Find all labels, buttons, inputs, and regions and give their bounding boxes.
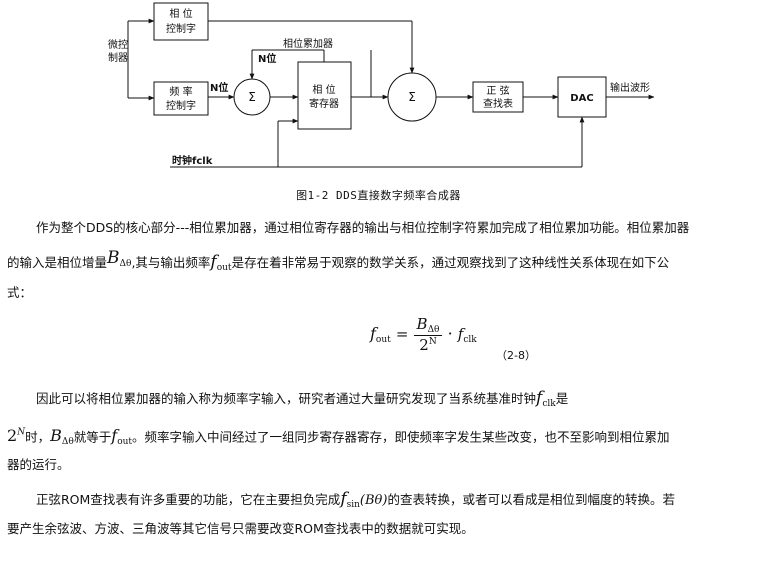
sine-lookup-label-2: 查找表 — [483, 97, 513, 110]
math-f-sin: fsin(Bθ) — [340, 489, 388, 510]
formula-dot: · — [447, 324, 453, 343]
formula-lhs: fout — [370, 324, 391, 345]
phase-register-label-1: 相 位 — [312, 83, 335, 96]
math-b-delta-theta: BΔθ — [107, 248, 132, 269]
p3-text-b: 的查表转换，或者可以看成是相位到幅度的转换。若 — [387, 492, 675, 507]
phase-register-label-2: 寄存器 — [309, 97, 339, 110]
math-2-pow-n: 2N — [7, 426, 26, 446]
paragraph-3-line-2: 要产生余弦波、方波、三角波等其它信号只需要改变ROM查找表中的数据就可实现。 — [7, 521, 474, 536]
freq-control-word-label-1: 频 率 — [169, 85, 192, 98]
math-f-out-2: fout — [111, 426, 133, 448]
formula-equals: = — [395, 325, 409, 343]
math-b-delta-theta-2: BΔθ — [50, 426, 74, 448]
p3-text-a: 正弦ROM查找表有许多重要的功能，它在主要担负完成 — [36, 492, 341, 507]
phase-control-word-block — [153, 2, 209, 41]
formula-fraction: BΔθ 2N — [413, 315, 443, 354]
p2-text-c: 时， — [25, 429, 51, 445]
math-f-out: fout — [210, 252, 232, 273]
sine-lookup-label-1: 正 弦 — [486, 84, 509, 97]
dac-label: DAC — [570, 93, 593, 104]
p2-text-e: 。频率字输入中间经过了一组同步寄存器寄存，即使频率字发生某些改变，也不至影响到相… — [132, 429, 670, 445]
paragraph-2-line-3: 器的运行。 — [7, 457, 70, 472]
clock-label: 时钟fclk — [172, 154, 213, 167]
freq-control-word-block — [153, 81, 209, 116]
math-f-clk: fclk — [536, 388, 556, 409]
formula-2-8: fout = BΔθ 2N · fclk — [370, 315, 477, 354]
p1-text-c: 是存在着非常易于观察的数学关系，通过观察找到了这种线性关系体现在如下公 — [231, 255, 670, 270]
figure-caption: 图1-2 DDS直接数字频率合成器 — [296, 189, 461, 202]
paragraph-1-line-1: 作为整个DDS的核心部分---相位累加器，通过相位寄存器的输出与相位控制字符累加… — [36, 220, 690, 235]
phase-register-block — [297, 61, 352, 130]
phase-accumulator-label: 相位累加器 — [283, 37, 333, 50]
p1-text-a: 的输入是相位增量 — [7, 255, 108, 270]
n-bit-top-label: N位 — [258, 52, 276, 65]
p1-text-b: ,其与输出频率 — [131, 255, 211, 270]
freq-control-word-label-2: 控制字 — [166, 99, 196, 112]
paragraph-3-line-1: 正弦ROM查找表有许多重要的功能，它在主要担负完成fsin(Bθ)的查表转换，或… — [36, 488, 757, 516]
n-bit-input-label: N位 — [210, 81, 228, 94]
p2-text-a: 因此可以将相位累加器的输入称为频率字输入，研究者通过大量研究发现了当系统基准时钟 — [36, 391, 537, 406]
formula-denominator: 2N — [419, 336, 437, 354]
dds-block-diagram: 相 位 控制字 微控 制器 频 率 控制字 相 位 寄存器 正 弦 查找表 DA… — [108, 2, 655, 168]
equation-number: （2-8） — [496, 349, 536, 362]
sine-lookup-block — [472, 81, 524, 113]
paragraph-1-line-3: 式： — [7, 285, 33, 300]
formula-numerator: BΔθ — [413, 315, 443, 336]
adder-1-symbol: Σ — [248, 90, 256, 104]
dac-block — [557, 76, 607, 118]
output-waveform-label: 输出波形 — [610, 81, 650, 94]
paragraph-2-line-1: 因此可以将相位累加器的输入称为频率字输入，研究者通过大量研究发现了当系统基准时钟… — [36, 387, 757, 415]
phase-control-word-label-2: 控制字 — [166, 22, 196, 35]
p2-text-b: 是 — [555, 391, 569, 406]
formula-fclk: fclk — [457, 325, 477, 345]
paragraph-2-line-2: 2N时，BΔθ就等于fout。频率字输入中间经过了一组同步寄存器寄存，即使频率字… — [7, 422, 757, 453]
micro-controller-label-1: 微控 — [108, 38, 128, 51]
phase-control-word-label-1: 相 位 — [169, 7, 192, 20]
micro-controller-label-2: 制器 — [108, 51, 128, 64]
paragraph-1-line-2: 的输入是相位增量BΔθ,其与输出频率fout是存在着非常易于观察的数学关系，通过… — [7, 247, 757, 279]
p2-text-d: 就等于 — [73, 429, 112, 445]
adder-2-symbol: Σ — [408, 90, 416, 104]
